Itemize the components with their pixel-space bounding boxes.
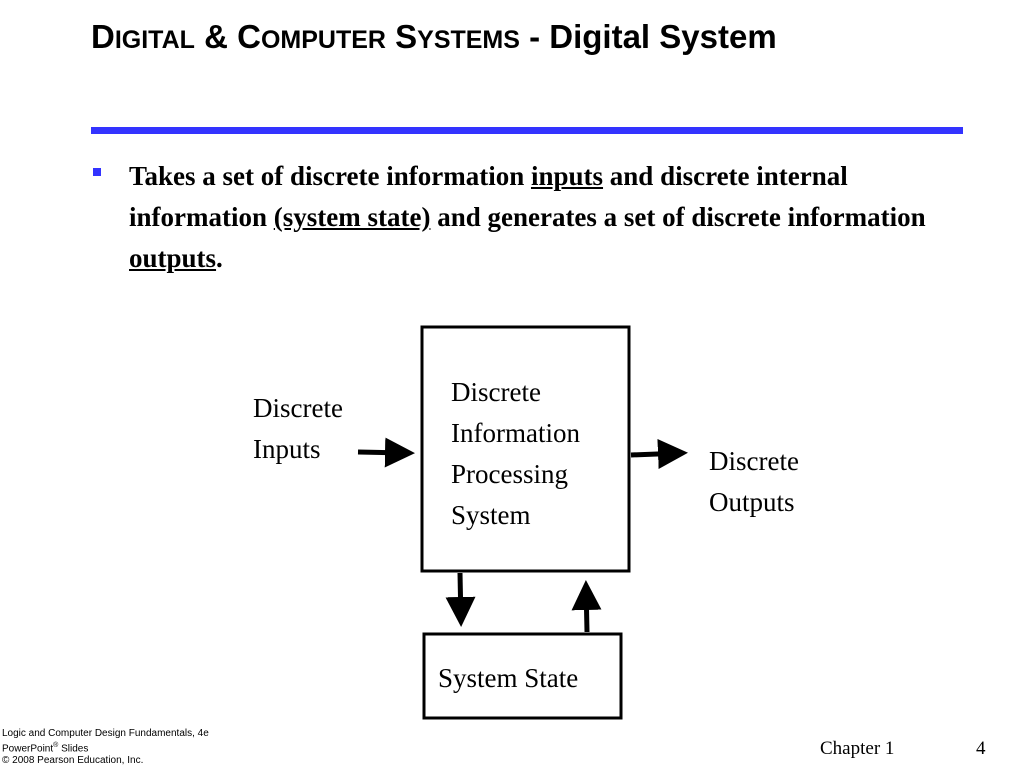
output-arrow — [630, 438, 688, 469]
title-omputer: OMPUTER — [260, 26, 386, 54]
title-igital: IGITAL — [114, 26, 195, 54]
bullet-text: Takes a set of discrete information inpu… — [129, 161, 926, 273]
title-c: C — [237, 18, 261, 55]
title-suffix: - Digital System — [529, 18, 777, 55]
up-arrow — [571, 580, 602, 633]
processing-system-box — [420, 325, 631, 573]
title-divider — [91, 127, 963, 134]
slide-title: DIGITAL & COMPUTER SYSTEMS - Digital Sys… — [91, 14, 951, 63]
system-state-label: System State — [438, 663, 579, 693]
underlined-inputs: inputs — [530, 161, 604, 191]
title-ystems: YSTEMS — [417, 26, 520, 54]
title-s: S — [395, 18, 418, 55]
title-amp: & — [204, 18, 228, 55]
underlined-system-state: (system state) — [273, 202, 431, 232]
chapter-label: Chapter 1 — [820, 738, 895, 759]
processing-system-label: Discrete Information Processing System — [451, 377, 580, 530]
page-number: 4 — [976, 738, 986, 759]
discrete-inputs-label: Discrete Inputs — [253, 393, 343, 464]
title-d: D — [91, 18, 115, 55]
bullet-square-icon — [93, 168, 101, 176]
book-credit: Logic and Computer Design Fundamentals, … — [2, 728, 209, 767]
down-arrow — [445, 572, 476, 627]
system-state-box — [422, 632, 623, 720]
underlined-outputs: outputs — [129, 243, 217, 273]
input-arrow — [357, 437, 415, 468]
discrete-outputs-label: Discrete Outputs — [709, 446, 799, 517]
